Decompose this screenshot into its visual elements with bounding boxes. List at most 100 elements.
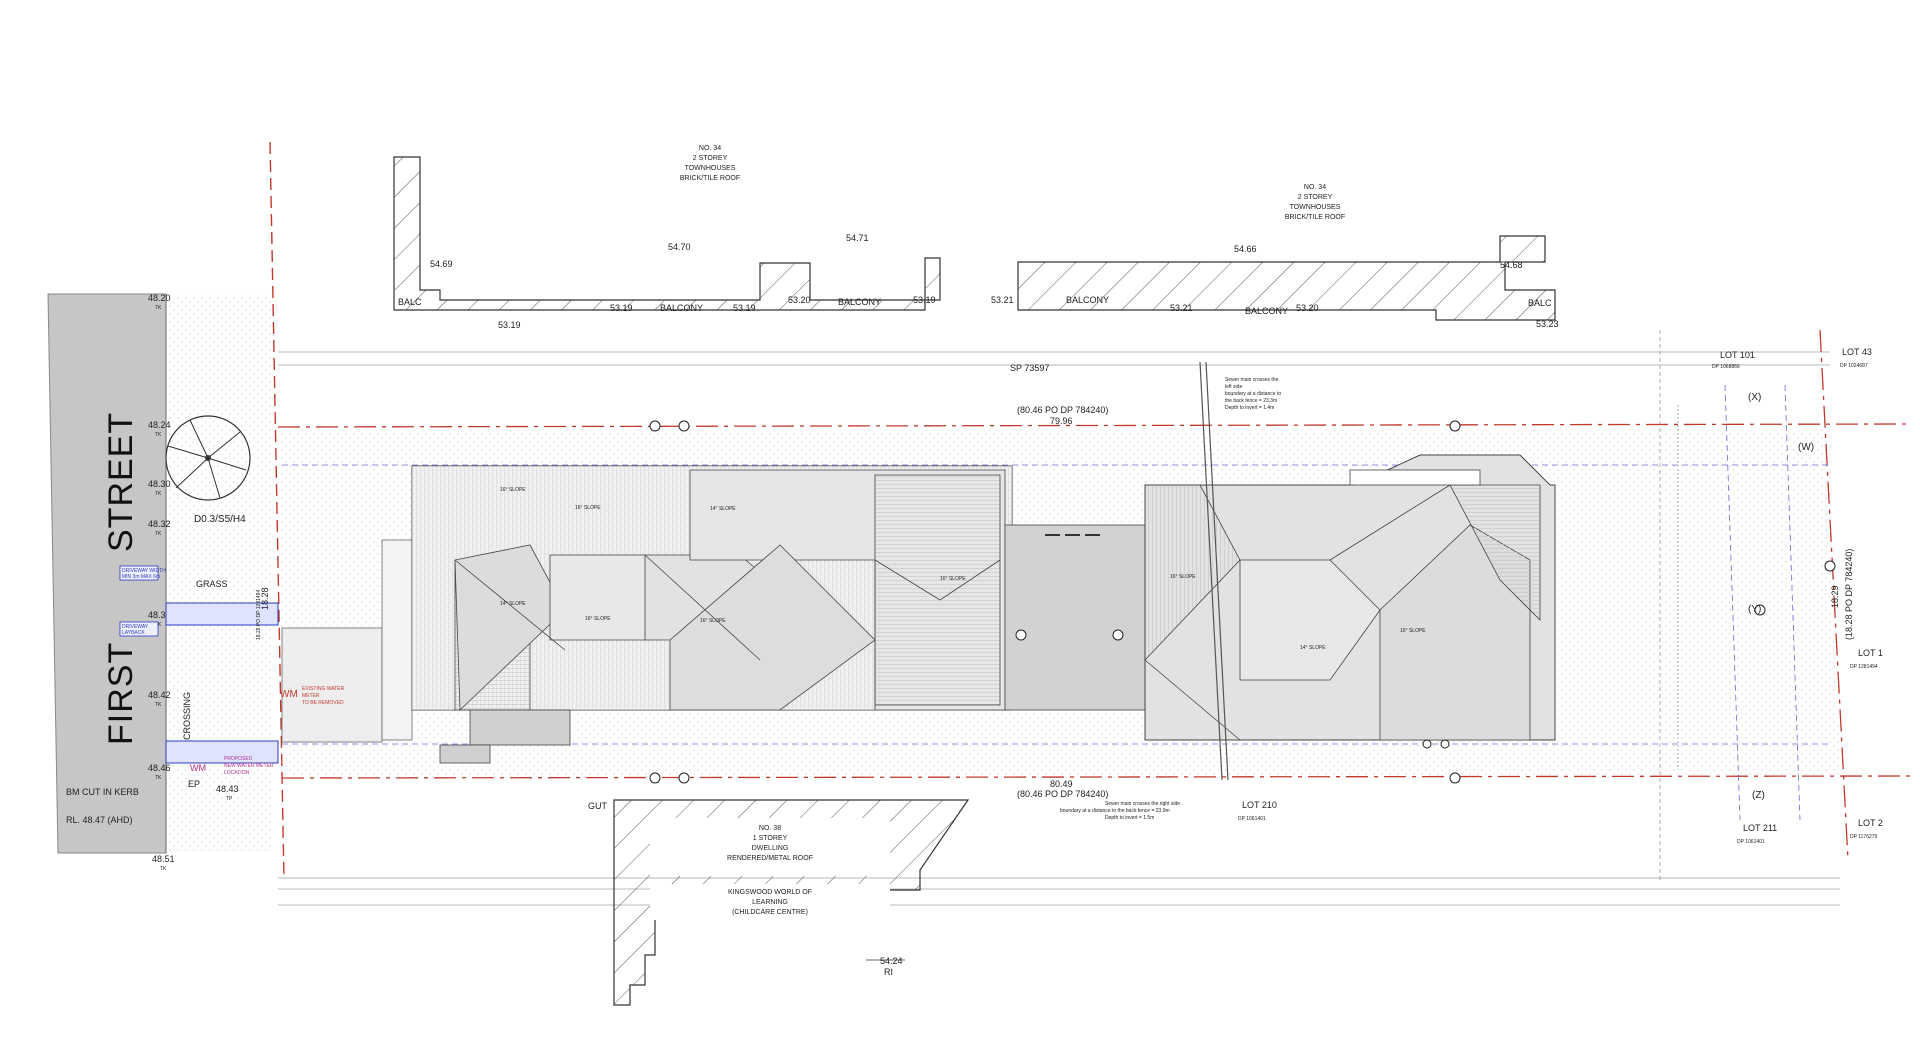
- level-48-46-code: TK: [155, 775, 162, 781]
- level-48-24: 48.24: [148, 420, 171, 430]
- slope-4: 14° SLOPE: [500, 601, 526, 607]
- rear-boundary-length: 18.29: [1830, 585, 1840, 608]
- slope-2: 16° SLOPE: [575, 505, 601, 511]
- lot101-line-1: LOT 101: [1720, 350, 1755, 360]
- sp-label: SP 73597: [1010, 363, 1049, 373]
- street-name-word-first: FIRST: [102, 642, 140, 745]
- level-48-24-code: TK: [155, 432, 162, 438]
- wm-new-tag: WM: [190, 763, 206, 773]
- bottom-gut-label: GUT: [588, 801, 608, 811]
- sewer-top-line-4: the back fence = 23.3m: [1225, 398, 1277, 404]
- neighbour-left-line-4: BRICK/TILE ROOF: [680, 175, 740, 182]
- level-48-20: 48.20: [148, 293, 171, 303]
- zone-z: (Z): [1752, 790, 1765, 801]
- layback-line-1: DRIVEWAY: [122, 624, 149, 630]
- kerb-benchmark-label: BM CUT IN KERB: [66, 787, 139, 797]
- roof-rear: [1144, 454, 1556, 741]
- sewer-main: [1199, 361, 1229, 781]
- level-48-42-code: TK: [155, 702, 162, 708]
- lot1-line-2: DP 1281494: [1850, 664, 1878, 670]
- zone-w: (W): [1798, 442, 1814, 453]
- front-boundary-line: [269, 141, 285, 881]
- bottom-boundary-ref: (80.46 PO DP 784240): [1017, 789, 1108, 799]
- rear-boundary-ref: (18.28 PO DP 784240): [1844, 549, 1854, 640]
- zone-markers: (X) (W) (Y) (Z): [1748, 392, 1814, 801]
- gutter-level-4: 53.20: [788, 295, 811, 305]
- lot-labels: SP 73597 LOT 101 DP 1068866 LOT 43 DP 10…: [1010, 347, 1883, 845]
- wm-new-line-1: PROPOSED: [224, 756, 253, 762]
- water-meter-existing: WM EXISTING WATER METER TO BE REMOVED: [280, 686, 345, 706]
- boundary-labels: (80.46 PO DP 784240) 79.96 80.49 (80.46 …: [256, 405, 1854, 799]
- bottom-boundary-length: 80.49: [1050, 779, 1073, 789]
- lot43-line-1: LOT 43: [1842, 347, 1872, 357]
- svg-text:2 STOREY: 2 STOREY: [693, 155, 728, 162]
- ep-label: EP: [188, 779, 200, 789]
- driveway: [281, 539, 413, 743]
- level-48-20-code: TK: [155, 305, 162, 311]
- neighbour-right-line-4: BRICK/TILE ROOF: [1285, 214, 1345, 221]
- lot43-line-2: DP 1024687: [1840, 363, 1868, 369]
- neighbour-townhouses-right: NO. 34 2 STOREY TOWNHOUSES BRICK/TILE RO…: [991, 184, 1559, 329]
- wm-existing-tag: WM: [280, 689, 298, 700]
- level-48-30-code: TK: [155, 491, 162, 497]
- gutter-level-5: 53.19: [913, 295, 936, 305]
- level-48-35: 48.35: [148, 610, 171, 620]
- sewer-notes: Sewer main crosses the left side boundar…: [1060, 377, 1281, 821]
- ridge-level-3: 54.71: [846, 233, 869, 243]
- gutter-level-6: 53.21: [991, 295, 1014, 305]
- lot1-line-1: LOT 1: [1858, 648, 1883, 658]
- balcony-label-4: BALCONY: [1245, 306, 1288, 316]
- sewer-bottom-line-1: Sewer main crosses the right side: [1105, 801, 1180, 807]
- setback-lines: [282, 384, 1830, 821]
- street-name-word-street: STREET: [102, 412, 140, 552]
- top-boundary-ref: (80.46 PO DP 784240): [1017, 405, 1108, 415]
- level-48-43-code: TP: [226, 796, 233, 802]
- kerb-rl-label: RL. 48.47 (AHD): [66, 815, 133, 825]
- neighbour-right-line-3: TOWNHOUSES: [1290, 204, 1341, 211]
- lot2-line-1: LOT 2: [1858, 818, 1883, 828]
- level-48-32: 48.32: [148, 519, 171, 529]
- lot2-line-2: DP 1176279: [1850, 834, 1878, 840]
- childcare-line-3: (CHILDCARE CENTRE): [732, 909, 808, 916]
- slope-8: 16° SLOPE: [1170, 574, 1196, 580]
- sewer-top-line-3: boundary at a distance to: [1225, 391, 1281, 397]
- svg-text:TOWNHOUSES: TOWNHOUSES: [685, 165, 736, 172]
- neighbour-bottom-line-1: NO. 38: [759, 825, 781, 832]
- slope-3: 14° SLOPE: [710, 506, 736, 512]
- bottom-ridge-level: 54.24: [880, 956, 903, 966]
- gutter-level-8: 53.20: [1296, 303, 1319, 313]
- neighbour-left-line-1: NO. 34: [699, 145, 721, 152]
- wm-new-line-2: NEW WATER METER: [224, 763, 274, 769]
- lot210-line-2: DP 1061401: [1238, 816, 1266, 822]
- balcony-label-2: BALCONY: [838, 297, 881, 307]
- childcare-line-2: LEARNING: [752, 899, 788, 906]
- wm-existing-line-3: TO BE REMOVED: [302, 700, 344, 706]
- balc-label-right: BALC: [1528, 298, 1552, 308]
- sewer-bottom-line-3: Depth to invert = 1.5m: [1105, 815, 1154, 821]
- sewer-bottom-line-2: boundary at a distance to the back fence…: [1060, 808, 1170, 814]
- neighbour-left-line-3: TOWNHOUSES: [685, 165, 736, 172]
- level-48-51: 48.51: [152, 854, 175, 864]
- slope-1: 16° SLOPE: [500, 487, 526, 493]
- level-48-30: 48.30: [148, 479, 171, 489]
- svg-text:NO. 34: NO. 34: [699, 145, 721, 152]
- roof-slope-labels: 16° SLOPE 16° SLOPE 14° SLOPE 14° SLOPE …: [500, 487, 1426, 651]
- ridge-level-4: 54.66: [1234, 244, 1257, 254]
- front-boundary-ref: 18.28 PO DP 1281494: [256, 590, 262, 640]
- lot101-line-2: DP 1068866: [1712, 364, 1740, 370]
- gutter-level-1: 53.19: [498, 320, 521, 330]
- bottom-ridge-code: RI: [884, 967, 893, 977]
- top-boundary-length: 79.96: [1050, 416, 1073, 426]
- water-meter-new: WM PROPOSED NEW WATER METER LOCATION: [190, 756, 274, 776]
- ridge-level-2: 54.70: [668, 242, 691, 252]
- sewer-top-line-2: left side: [1225, 384, 1242, 390]
- lot211-line-2: DP 1061401: [1737, 839, 1765, 845]
- courtyard: [1004, 524, 1146, 711]
- zone-x: (X): [1748, 392, 1761, 403]
- gutter-level-2: 53.19: [610, 303, 633, 313]
- balcony-label-1: BALCONY: [660, 303, 703, 313]
- neighbour-bottom-line-4: RENDERED/METAL ROOF: [727, 855, 813, 862]
- ridge-level-1: 54.69: [430, 259, 453, 269]
- level-48-32-code: TK: [155, 531, 162, 537]
